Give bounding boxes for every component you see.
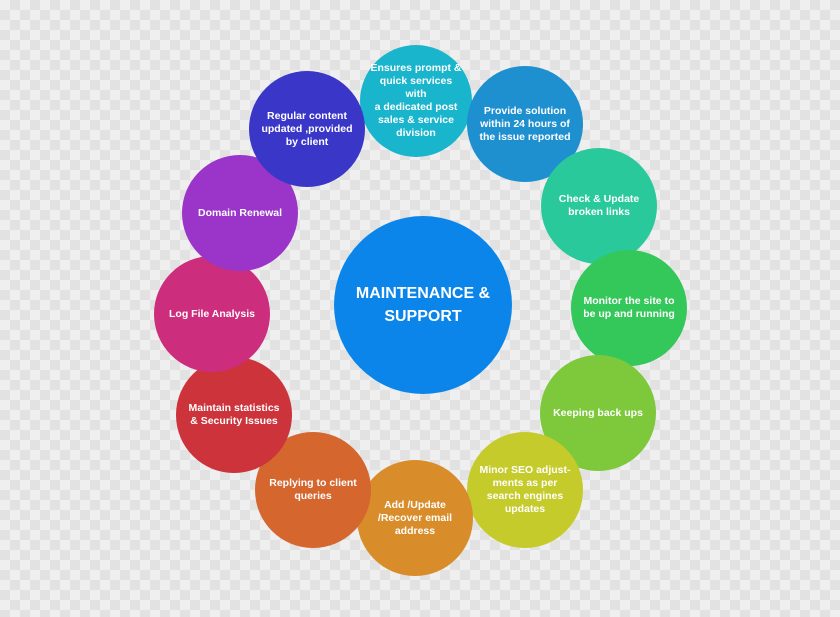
node-solution-24h: Provide solution within 24 hours of the … [467,66,583,182]
node-email-address: Add /Update /Recover email address [357,460,473,576]
node-log-file-analysis: Log File Analysis [154,256,270,372]
node-label: Replying to client queries [269,477,357,502]
node-statistics-security: Maintain statistics & Security Issues [176,357,292,473]
node-label: Minor SEO adjust- ments as per search en… [479,464,571,515]
node-broken-links: Check & Update broken links [541,148,657,264]
node-label: Domain Renewal [197,206,283,219]
node-regular-content: Regular content updated ,provided by cli… [249,71,365,187]
node-label: Log File Analysis [169,307,255,320]
center-bubble: MAINTENANCE & SUPPORT [334,216,512,394]
node-label: Ensures prompt & quick services with a d… [370,62,462,139]
node-label: Add /Update /Recover email address [377,498,453,537]
node-monitor-site: Monitor the site to be up and running [571,250,687,366]
node-label: Maintain statistics & Security Issues [188,402,280,427]
center-label: MAINTENANCE & SUPPORT [355,285,491,325]
node-seo-adjustments: Minor SEO adjust- ments as per search en… [467,432,583,548]
node-label: Monitor the site to be up and running [583,295,675,320]
node-label: Keeping back ups [553,406,643,419]
node-prompt-services: Ensures prompt & quick services with a d… [360,45,472,157]
node-label: Provide solution within 24 hours of the … [479,104,571,143]
node-label: Regular content updated ,provided by cli… [261,109,353,148]
node-label: Check & Update broken links [558,193,640,218]
